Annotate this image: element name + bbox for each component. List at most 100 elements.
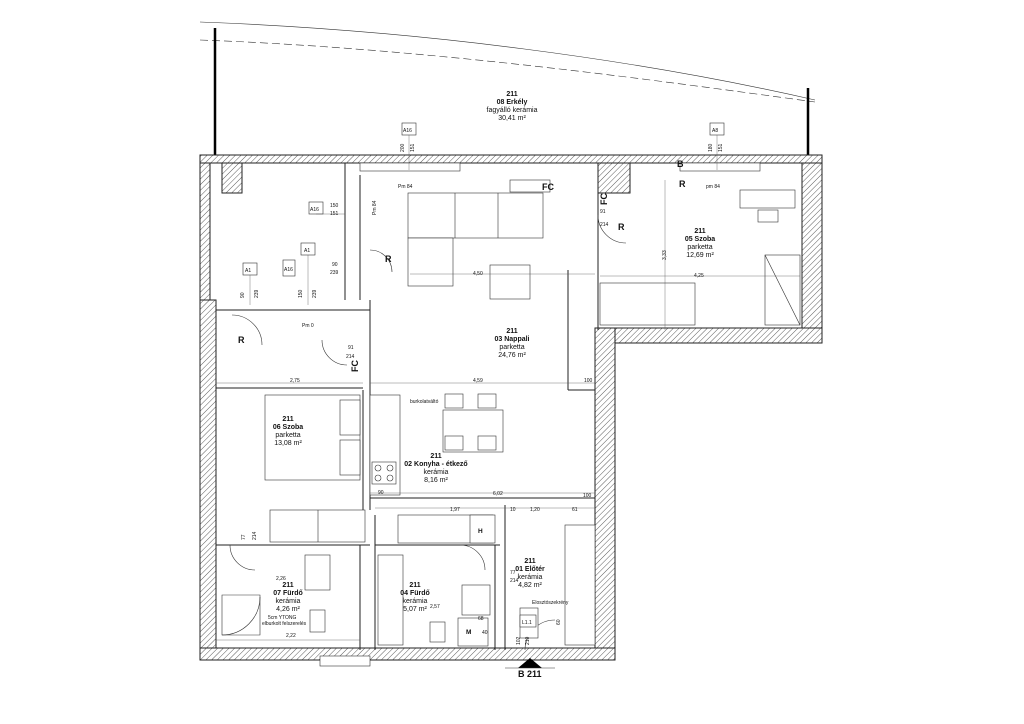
wall-bottom <box>199 647 616 661</box>
svg-text:kerámia: kerámia <box>276 598 301 605</box>
entry-step <box>319 655 371 667</box>
svg-text:102: 102 <box>516 636 522 645</box>
label-b211: B 211 <box>518 669 542 679</box>
wardrobe <box>269 509 366 543</box>
svg-text:211: 211 <box>409 582 420 589</box>
svg-text:06 Szoba: 06 Szoba <box>273 424 303 431</box>
door-swing <box>459 544 486 571</box>
wall-inner-corner <box>594 327 823 344</box>
label-eloszto: Elosztószekrény <box>532 600 569 606</box>
svg-text:211: 211 <box>506 328 517 335</box>
svg-text:214: 214 <box>510 578 519 584</box>
washbasin <box>304 554 331 591</box>
svg-text:180: 180 <box>708 143 714 152</box>
label-pm: Pm 84 <box>398 184 413 190</box>
svg-text:04 Fürdő: 04 Fürdő <box>400 590 430 597</box>
room-bath04: 211 04 Fürdő kerámia 5,07 m² <box>400 582 430 613</box>
svg-text:08 Erkély: 08 Erkély <box>497 99 528 106</box>
label-b: B <box>677 159 684 169</box>
svg-text:5,07 m²: 5,07 m² <box>403 606 427 613</box>
svg-text:07 Fürdő: 07 Fürdő <box>273 590 303 597</box>
label-burkolatvalto: burkolatváltó <box>410 399 439 405</box>
wall-top <box>199 154 823 164</box>
room-balcony: 211 08 Erkély fagyálló kerámia 30,41 m² <box>487 91 538 122</box>
svg-text:100: 100 <box>583 493 592 499</box>
svg-text:4,25: 4,25 <box>694 273 704 279</box>
tag-a1: A1 <box>245 268 251 274</box>
svg-text:2,22: 2,22 <box>286 633 296 639</box>
room-06: 211 06 Szoba parketta 13,08 m² <box>273 416 303 447</box>
svg-text:211: 211 <box>282 582 293 589</box>
svg-text:2,75: 2,75 <box>290 378 300 384</box>
label-r: R <box>679 179 686 189</box>
svg-text:parketta: parketta <box>499 344 524 351</box>
label-pm: pm 84 <box>706 184 720 190</box>
svg-text:90: 90 <box>240 292 246 298</box>
label-pm: Pm 0 <box>302 323 314 329</box>
svg-text:24,76 m²: 24,76 m² <box>498 352 526 359</box>
washbasin <box>461 584 491 616</box>
svg-text:210: 210 <box>525 636 531 645</box>
svg-text:30,41 m²: 30,41 m² <box>498 115 526 122</box>
window <box>679 162 761 172</box>
svg-text:239: 239 <box>330 270 339 276</box>
label-fc: FC <box>599 193 609 205</box>
tag-a8: A8 <box>712 128 718 134</box>
svg-text:2,57: 2,57 <box>430 604 440 610</box>
chair <box>757 209 779 223</box>
section-arrow <box>518 658 542 668</box>
svg-text:4,50: 4,50 <box>473 271 483 277</box>
label-fc: FC <box>542 182 554 192</box>
svg-text:01 Előtér: 01 Előtér <box>515 566 545 573</box>
svg-text:91: 91 <box>600 209 606 215</box>
wall-right-upper <box>801 162 823 344</box>
svg-text:61: 61 <box>572 507 578 513</box>
svg-text:77: 77 <box>241 534 247 540</box>
svg-text:211: 211 <box>430 453 441 460</box>
svg-text:10: 10 <box>510 507 516 513</box>
svg-text:151: 151 <box>330 211 339 217</box>
svg-text:239: 239 <box>312 289 318 298</box>
svg-text:1,20: 1,20 <box>530 507 540 513</box>
terrain-line <box>199 39 816 103</box>
svg-text:1,97: 1,97 <box>450 507 460 513</box>
door-swing <box>231 314 263 346</box>
svg-text:91: 91 <box>348 345 354 351</box>
svg-text:5cm YTONG: 5cm YTONG <box>268 615 297 621</box>
wall-balcony-left <box>199 162 211 301</box>
svg-text:214: 214 <box>346 354 355 360</box>
tag-l11: L1.1 <box>522 620 532 626</box>
tag-a1: A1 <box>304 248 310 254</box>
toilet <box>309 609 326 633</box>
svg-text:151: 151 <box>718 143 724 152</box>
svg-text:4,26 m²: 4,26 m² <box>276 606 300 613</box>
svg-text:parketta: parketta <box>687 244 712 251</box>
armchair <box>407 237 454 287</box>
svg-text:12,69 m²: 12,69 m² <box>686 252 714 259</box>
shower <box>221 594 261 636</box>
wall-right-lower <box>594 327 616 659</box>
bed <box>599 282 696 326</box>
svg-text:kerámia: kerámia <box>518 574 543 581</box>
svg-text:elburkolt felszerelés: elburkolt felszerelés <box>262 621 307 627</box>
svg-text:60: 60 <box>556 619 562 625</box>
label-fc: FC <box>350 360 360 372</box>
window <box>359 162 461 172</box>
svg-text:02 Konyha - étkező: 02 Konyha - étkező <box>404 461 467 468</box>
svg-text:40: 40 <box>482 630 488 636</box>
svg-text:68: 68 <box>478 616 484 622</box>
washing-machine <box>457 617 489 647</box>
svg-text:214: 214 <box>600 222 609 228</box>
label-pm: Pm 84 <box>372 200 378 215</box>
column <box>221 162 243 194</box>
svg-text:77: 77 <box>510 570 516 576</box>
svg-text:200: 200 <box>400 143 406 152</box>
svg-text:90: 90 <box>332 262 338 268</box>
desk <box>739 189 796 209</box>
room-bath07: 211 07 Fürdő kerámia 4,26 m² 5cm YTONG e… <box>262 582 307 627</box>
toilet <box>429 621 446 643</box>
svg-text:03 Nappali: 03 Nappali <box>494 336 529 343</box>
svg-text:211: 211 <box>282 416 293 423</box>
sofa <box>407 192 544 239</box>
svg-text:3,33: 3,33 <box>662 250 668 260</box>
